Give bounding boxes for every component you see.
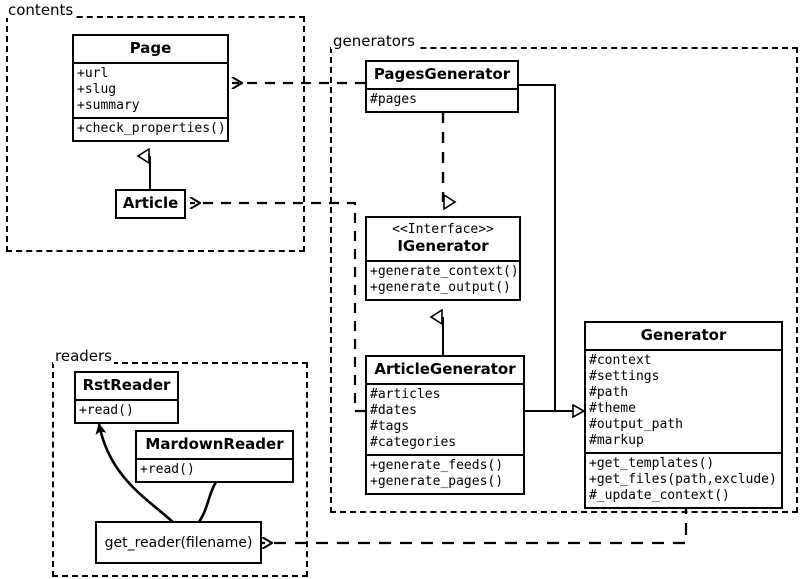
class-markdown-reader-title: MardownReader <box>145 435 284 453</box>
class-igenerator-stereotype: <<Interface>> <box>392 222 494 237</box>
generators-package <box>330 47 798 513</box>
attribute-row: #path <box>589 385 629 400</box>
attribute-row: #theme <box>589 401 636 416</box>
method-row: +check_properties() <box>77 121 226 136</box>
class-page-attributes: +url +slug +summary <box>74 62 227 117</box>
method-row: #_update_context() <box>589 488 730 503</box>
contents-package-label: contents <box>6 1 76 19</box>
attribute-row: +url <box>77 66 109 81</box>
class-page-title: Page <box>129 39 172 57</box>
attribute-row: +slug <box>77 82 117 97</box>
method-row: +read() <box>140 462 195 477</box>
class-markdown-reader[interactable]: MardownReader +read() <box>135 430 294 483</box>
class-igenerator[interactable]: <<Interface>> IGenerator +generate_conte… <box>365 216 521 301</box>
readers-package <box>52 362 308 577</box>
contents-package <box>6 16 305 252</box>
function-get-reader[interactable]: get_reader(filename) <box>95 521 262 564</box>
method-row: +generate_feeds() <box>370 458 504 473</box>
class-article-generator[interactable]: ArticleGenerator #articles #dates #tags … <box>365 355 525 495</box>
attribute-row: #output_path <box>589 417 683 432</box>
class-page[interactable]: Page +url +slug +summary +check_properti… <box>72 34 229 142</box>
method-row: +generate_pages() <box>370 474 504 489</box>
class-generator[interactable]: Generator #context #settings #path #them… <box>584 321 783 509</box>
class-rst-reader-title: RstReader <box>82 376 171 394</box>
attribute-row: #tags <box>370 419 410 434</box>
class-generator-title: Generator <box>640 326 727 344</box>
class-pages-generator-attributes: #pages <box>367 88 517 111</box>
attribute-row: #settings <box>589 369 660 384</box>
attribute-row: #articles <box>370 387 441 402</box>
attribute-row: #dates <box>370 403 417 418</box>
method-row: +generate_context() <box>370 264 519 279</box>
attribute-row: #context <box>589 353 652 368</box>
class-markdown-reader-methods: +read() <box>137 458 292 481</box>
class-article-generator-title: ArticleGenerator <box>374 360 516 378</box>
method-row: +get_templates() <box>589 456 715 471</box>
method-row: +get_files(path,exclude) <box>589 472 777 487</box>
method-row: +generate_output() <box>370 280 511 295</box>
class-article[interactable]: Article <box>115 189 186 219</box>
class-article-title: Article <box>122 194 179 212</box>
class-rst-reader-methods: +read() <box>76 399 177 422</box>
attribute-row: #markup <box>589 433 644 448</box>
class-igenerator-methods: +generate_context() +generate_output() <box>367 260 519 299</box>
attribute-row: #categories <box>370 435 457 450</box>
class-pages-generator-title: PagesGenerator <box>373 65 511 83</box>
class-generator-methods: +get_templates() +get_files(path,exclude… <box>586 452 781 507</box>
class-article-generator-methods: +generate_feeds() +generate_pages() <box>367 454 523 493</box>
class-page-methods: +check_properties() <box>74 117 227 140</box>
class-rst-reader[interactable]: RstReader +read() <box>74 371 179 424</box>
class-igenerator-title: <<Interface>> IGenerator <box>367 218 519 260</box>
attribute-row: +summary <box>77 98 140 113</box>
class-article-generator-attributes: #articles #dates #tags #categories <box>367 383 523 454</box>
class-generator-attributes: #context #settings #path #theme #output_… <box>586 349 781 452</box>
class-igenerator-name: IGenerator <box>397 237 489 255</box>
generators-package-label: generators <box>331 32 417 50</box>
method-row: +read() <box>79 403 134 418</box>
function-get-reader-label: get_reader(filename) <box>104 534 253 551</box>
attribute-row: #pages <box>370 92 417 107</box>
class-pages-generator[interactable]: PagesGenerator #pages <box>365 60 519 113</box>
readers-package-label: readers <box>53 347 114 365</box>
